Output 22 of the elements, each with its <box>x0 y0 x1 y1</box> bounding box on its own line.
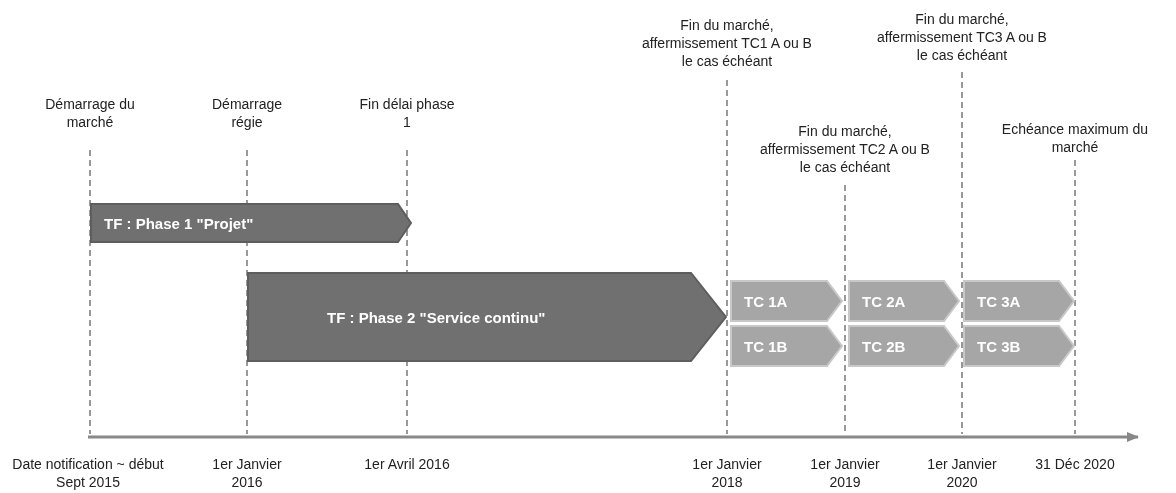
date-label: 1er Janvier 2019 <box>809 455 881 491</box>
date-label: 1er Janvier 2018 <box>691 455 763 491</box>
bar-label: TC 1A <box>744 292 788 310</box>
bar-label: TC 1B <box>744 337 788 355</box>
milestone-label: Fin du marché, affermissement TC2 A ou B le cas échéant <box>760 122 930 176</box>
bar-label: TC 3A <box>977 292 1021 310</box>
milestone-label: Echéance maximum du marché <box>1000 120 1150 156</box>
bar-label: TC 3B <box>977 337 1021 355</box>
milestone-label: Démarrage du marché <box>44 95 136 131</box>
bar-label: TF : Phase 2 "Service continu" <box>327 308 546 326</box>
milestone-label: Fin du marché, affermissement TC1 A ou B le cas échéant <box>642 16 812 70</box>
date-label: Date notification ~ début Sept 2015 <box>11 455 165 491</box>
bar-label: TC 2A <box>862 292 906 310</box>
date-label: 1er Janvier 2020 <box>926 455 998 491</box>
bar-label: TC 2B <box>862 337 906 355</box>
date-label: 1er Janvier 2016 <box>211 455 283 491</box>
milestone-label: Démarrage régie <box>211 95 283 131</box>
bar-label: TF : Phase 1 "Projet" <box>104 214 254 232</box>
date-label: 1er Avril 2016 <box>363 455 451 473</box>
milestone-label: Fin du marché, affermissement TC3 A ou B le cas échéant <box>877 10 1047 64</box>
milestone-label: Fin délai phase 1 <box>358 95 456 131</box>
date-label: 31 Déc 2020 <box>1034 455 1116 473</box>
